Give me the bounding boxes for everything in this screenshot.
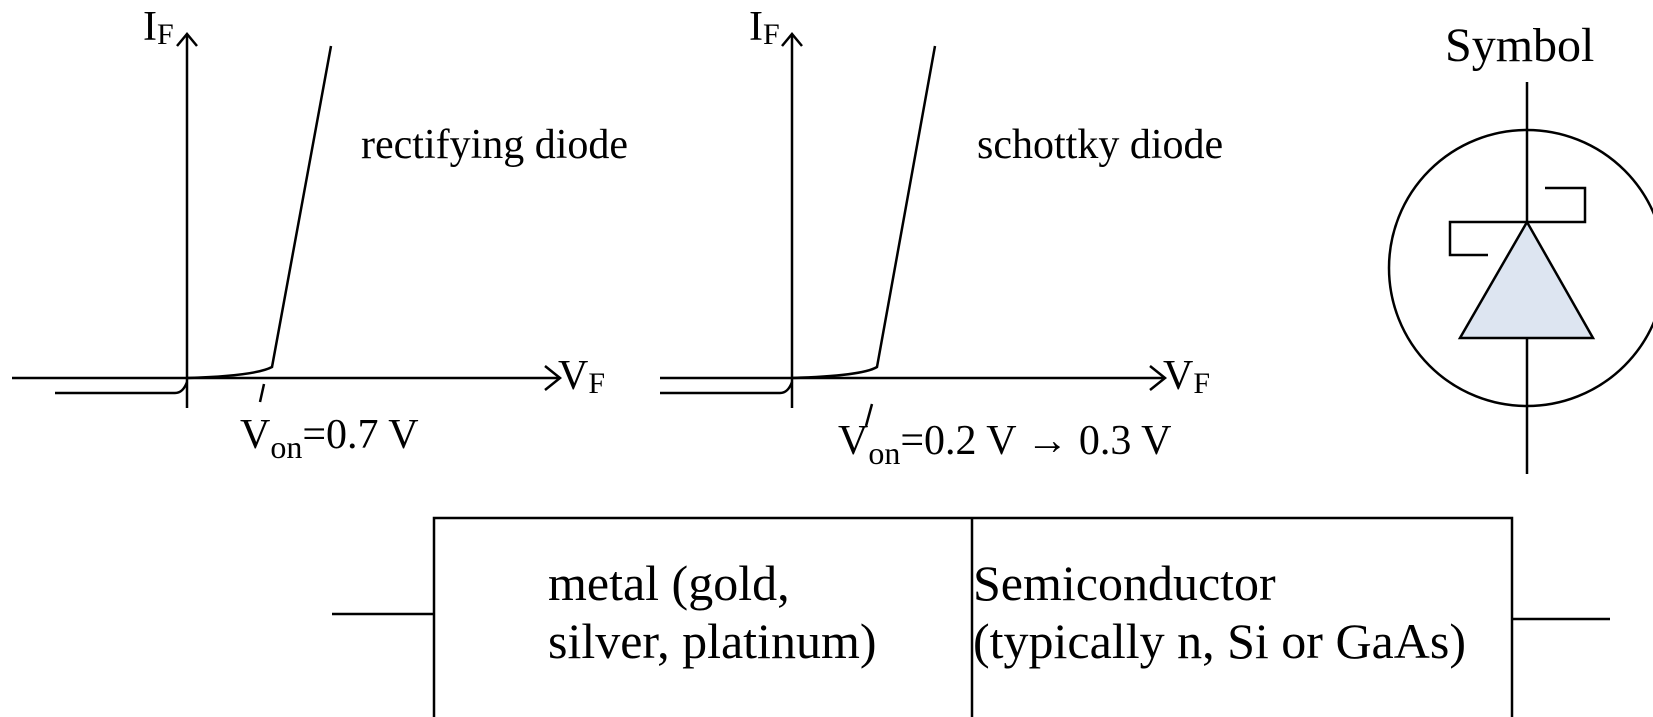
von-label: Von=0.7 V — [240, 412, 419, 465]
schottky-cathode-bar — [1448, 186, 1587, 257]
i-axis-label: IF — [143, 4, 174, 51]
reverse-bias-curve — [660, 381, 794, 395]
v-axis-arrowhead — [1149, 365, 1168, 391]
semiconductor-line-1: Semiconductor — [973, 555, 1276, 611]
forward-bias-curve — [791, 45, 937, 380]
metal-line-2: silver, platinum) — [548, 613, 877, 669]
semiconductor-description: Semiconductor (typically n, Si or GaAs) — [973, 554, 1466, 670]
v-axis-arrowhead — [544, 365, 563, 391]
rectifying-diode-title: rectifying diode — [361, 122, 629, 168]
schottky-diode-title: schottky diode — [977, 122, 1224, 168]
i-axis-arrowhead — [176, 32, 198, 47]
i-axis-label: IF — [749, 4, 780, 51]
metal-line-1: metal (gold, — [548, 555, 790, 611]
i-axis-arrowhead — [781, 32, 803, 47]
schottky-iv-curve — [660, 32, 1168, 427]
v-axis-label: VF — [558, 353, 606, 400]
v-axis-label: VF — [1163, 353, 1211, 400]
von-pointer — [864, 403, 874, 427]
symbol-title: Symbol — [1445, 19, 1595, 72]
forward-bias-curve — [186, 45, 333, 380]
schottky-symbol — [1387, 82, 1653, 474]
semiconductor-line-2: (typically n, Si or GaAs) — [973, 613, 1466, 669]
von-label: Von=0.2 V → 0.3 V — [838, 418, 1172, 471]
diode-triangle — [1457, 219, 1596, 340]
metal-semiconductor-junction — [332, 516, 1610, 717]
reverse-bias-curve — [55, 381, 189, 395]
von-pointer — [258, 383, 266, 403]
rectifying-iv-curve — [12, 32, 563, 408]
metal-description: metal (gold, silver, platinum) — [548, 554, 877, 670]
